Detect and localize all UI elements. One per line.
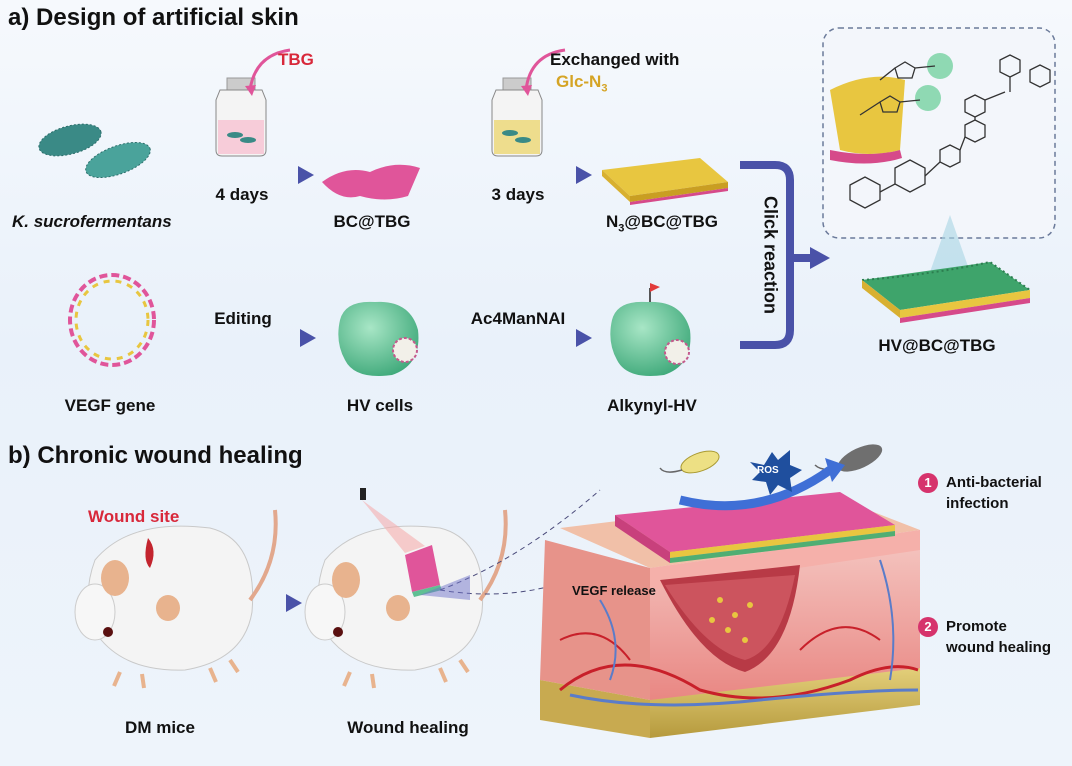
exchange-label-line1: Exchanged with [550,50,680,69]
vegf-gene-label: VEGF gene [64,396,156,415]
ac4-label: Ac4ManNAI [470,309,566,328]
vegf-dna-ring [68,273,156,367]
ros-scene [659,444,883,511]
benefit-1-line2: infection [946,495,1009,512]
bc-tbg-label: BC@TBG [333,212,411,231]
final-skin-illustration [861,260,1031,323]
jar-2-illustration [491,48,566,157]
benefit-1-number: 1 [918,473,938,493]
mouse-2-illustration [304,488,508,689]
alkynyl-cell-illustration [610,283,691,376]
n3-film [602,158,728,205]
dm-mice-label: DM mice [125,718,195,737]
exchange-label-line2: Glc-N3 [556,72,608,95]
alkynyl-hv-label: Alkynyl-HV [607,396,697,415]
editing-label: Editing [214,309,272,328]
step2-days: 3 days [491,185,545,204]
chemical-structure [849,54,1051,209]
benefit-2-number: 2 [918,617,938,637]
benefit-2: 2 Promote [918,617,1007,637]
wound-healing-label: Wound healing [347,718,469,737]
step1-days: 4 days [215,185,269,204]
ros-label: ROS [757,465,779,476]
jar-1-illustration [215,48,291,157]
benefit-2-line1: Promote [946,617,1007,635]
wound-site-label: Wound site [88,507,180,526]
zoom-yellow-film [830,76,905,154]
tbg-label: TBG [278,50,314,69]
panel-b-title: b) Chronic wound healing [8,442,303,469]
n3-bc-tbg-label: N3@BC@TBG [606,212,718,235]
panel-a-title: a) Design of artificial skin [8,4,299,31]
final-skin-label: HV@BC@TBG [878,336,996,355]
hv-cells-label: HV cells [346,396,414,415]
vegf-release-label: VEGF release [572,583,656,598]
benefit-1-line1: Anti-bacterial [946,473,1042,491]
mouse-1-illustration [74,509,278,689]
skin-block-illustration [540,492,920,738]
benefit-2-line2: wound healing [946,639,1051,656]
hv-cell-illustration [338,301,419,376]
bc-tbg-film [322,164,420,200]
click-reaction-label: Click reaction [760,195,781,315]
bacteria-illustration [38,123,151,179]
bacteria-label: K. sucrofermentans [12,212,172,231]
benefit-1: 1 Anti-bacterial [918,473,1042,493]
